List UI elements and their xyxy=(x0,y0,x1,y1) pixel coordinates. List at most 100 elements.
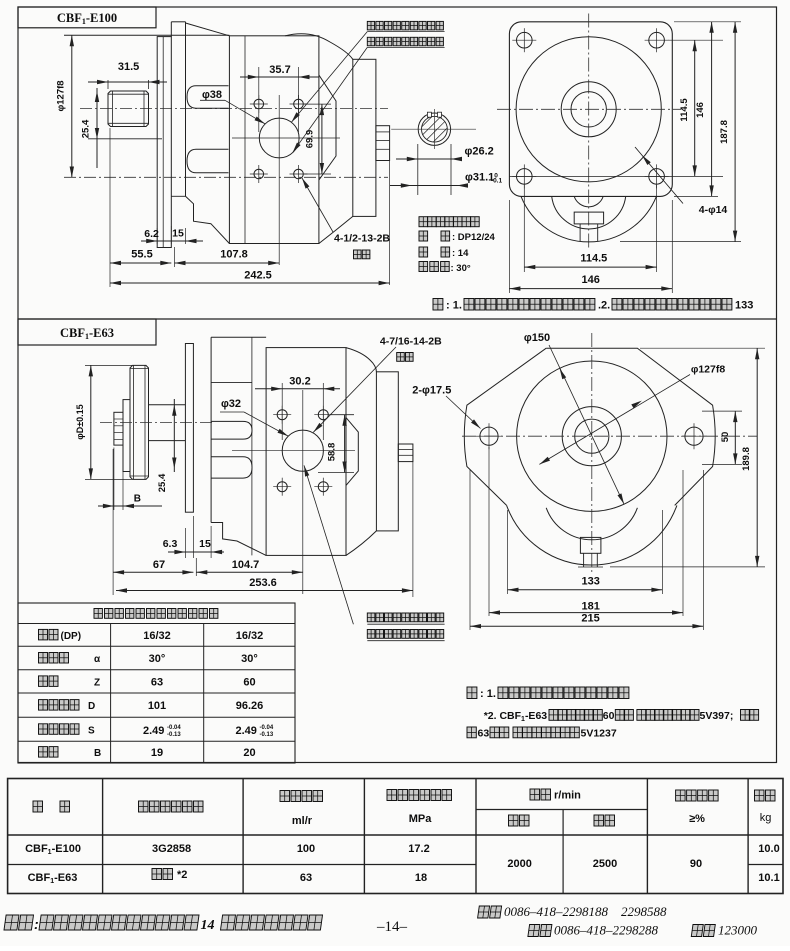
svg-text:(DP): (DP) xyxy=(61,631,82,642)
svg-text:187.8: 187.8 xyxy=(719,120,730,144)
svg-text:90: 90 xyxy=(690,858,702,870)
svg-text:0086–418–2298288: 0086–418–2298288 xyxy=(554,923,659,938)
svg-text:CBF1-E63: CBF1-E63 xyxy=(60,326,114,341)
svg-text:15: 15 xyxy=(199,538,211,550)
svg-text:55.5: 55.5 xyxy=(131,249,152,261)
svg-text:15: 15 xyxy=(172,228,184,240)
svg-text:.2.: .2. xyxy=(598,299,610,311)
svg-text:φ127f8: φ127f8 xyxy=(691,364,726,376)
svg-text:104.7: 104.7 xyxy=(232,559,260,571)
svg-text:60: 60 xyxy=(603,710,615,722)
svg-text:: 14: : 14 xyxy=(452,248,469,259)
svg-text:φ127f8: φ127f8 xyxy=(56,80,67,111)
svg-text:67: 67 xyxy=(153,559,165,571)
svg-text:25.4: 25.4 xyxy=(157,473,168,492)
svg-text:181: 181 xyxy=(582,601,600,613)
svg-text:2500: 2500 xyxy=(593,858,617,870)
svg-text:2-φ17.5: 2-φ17.5 xyxy=(412,385,451,397)
svg-text:30.2: 30.2 xyxy=(289,376,310,388)
svg-text:6.2: 6.2 xyxy=(144,228,159,240)
svg-text:242.5: 242.5 xyxy=(244,270,272,282)
svg-text:69.9: 69.9 xyxy=(305,130,316,149)
svg-text:5V397;: 5V397; xyxy=(700,710,734,722)
svg-text:4-φ14: 4-φ14 xyxy=(699,204,728,216)
svg-text:φD±0.15: φD±0.15 xyxy=(75,404,85,439)
svg-text:10.0: 10.0 xyxy=(758,843,779,855)
svg-text:16/32: 16/32 xyxy=(143,630,171,642)
svg-text:-0.13: -0.13 xyxy=(260,732,274,738)
svg-text:17.2: 17.2 xyxy=(408,843,429,855)
svg-text:63: 63 xyxy=(151,676,163,688)
svg-text:4-7/16-14-2B: 4-7/16-14-2B xyxy=(380,336,442,348)
svg-text:2.49: 2.49 xyxy=(143,725,164,737)
svg-text:: 1.: : 1. xyxy=(480,688,496,700)
svg-text:133: 133 xyxy=(735,299,753,311)
svg-text:0086–418–2298188 2298588: 0086–418–2298188 2298588 xyxy=(504,904,667,919)
svg-text:5V1237: 5V1237 xyxy=(581,728,617,740)
svg-text:14: 14 xyxy=(201,918,215,933)
svg-text:*2: *2 xyxy=(177,869,187,881)
svg-text:3G2858: 3G2858 xyxy=(152,843,191,855)
svg-text:CBF1-E63: CBF1-E63 xyxy=(28,872,78,885)
svg-text:58.8: 58.8 xyxy=(327,443,338,462)
svg-text:96.26: 96.26 xyxy=(236,700,264,712)
svg-text::: : xyxy=(34,916,39,932)
svg-text:18: 18 xyxy=(415,872,427,884)
svg-text:114.5: 114.5 xyxy=(580,253,607,265)
svg-text:63: 63 xyxy=(478,728,490,740)
svg-text:Z: Z xyxy=(94,677,100,688)
svg-text:D: D xyxy=(88,701,95,712)
svg-text:kg: kg xyxy=(760,812,772,824)
svg-text:146: 146 xyxy=(695,102,706,118)
svg-text:253.6: 253.6 xyxy=(249,577,277,589)
svg-text:215: 215 xyxy=(581,613,599,625)
svg-text:16/32: 16/32 xyxy=(236,630,264,642)
svg-text:30°: 30° xyxy=(241,653,258,665)
svg-text:-0.04: -0.04 xyxy=(167,725,181,731)
svg-text:ml/r: ml/r xyxy=(292,815,313,827)
svg-text:146: 146 xyxy=(582,274,600,286)
svg-text:φ38: φ38 xyxy=(202,89,222,101)
svg-text:101: 101 xyxy=(148,700,166,712)
svg-text:: 30°: : 30° xyxy=(451,263,471,274)
svg-text:φ26.2: φ26.2 xyxy=(465,146,494,158)
svg-text:φ31.10-0.1: φ31.10-0.1 xyxy=(465,172,502,185)
svg-text:B: B xyxy=(94,748,101,759)
svg-text:φ32: φ32 xyxy=(221,398,241,410)
svg-text:2000: 2000 xyxy=(507,858,531,870)
svg-text:r/min: r/min xyxy=(554,790,581,802)
svg-text:2.49: 2.49 xyxy=(236,725,257,737)
svg-text:4-1/2-13-2B: 4-1/2-13-2B xyxy=(334,233,390,245)
svg-text:19: 19 xyxy=(151,747,163,759)
svg-text:-0.13: -0.13 xyxy=(167,732,181,738)
svg-text:α: α xyxy=(94,654,101,665)
svg-text:*2. CBF1-E63: *2. CBF1-E63 xyxy=(484,710,548,723)
svg-text:φ150: φ150 xyxy=(524,332,550,344)
svg-text:≥%: ≥% xyxy=(689,813,705,825)
svg-text:-0.04: -0.04 xyxy=(260,725,274,731)
svg-text:B: B xyxy=(134,494,141,505)
svg-text:20: 20 xyxy=(243,747,255,759)
svg-text:31.5: 31.5 xyxy=(118,61,139,73)
svg-text:: 1.: : 1. xyxy=(446,299,462,311)
svg-text:63: 63 xyxy=(300,872,312,884)
svg-text:189.8: 189.8 xyxy=(741,447,752,471)
svg-text:107.8: 107.8 xyxy=(220,249,248,261)
svg-text:50: 50 xyxy=(720,432,731,443)
svg-text:35.7: 35.7 xyxy=(269,64,290,76)
svg-text:10.1: 10.1 xyxy=(758,872,779,884)
svg-text:MPa: MPa xyxy=(409,813,433,825)
svg-text:133: 133 xyxy=(582,576,600,588)
svg-text:–14–: –14– xyxy=(376,919,408,935)
svg-text:30°: 30° xyxy=(149,653,166,665)
svg-text:100: 100 xyxy=(297,843,315,855)
svg-text:CBF1-E100: CBF1-E100 xyxy=(57,11,117,26)
svg-text:114.5: 114.5 xyxy=(679,98,690,122)
svg-text:25.4: 25.4 xyxy=(81,119,92,138)
svg-text:CBF1-E100: CBF1-E100 xyxy=(25,843,81,856)
svg-text:S: S xyxy=(88,725,95,736)
svg-text:6.3: 6.3 xyxy=(163,538,178,550)
svg-text:: DP12/24: : DP12/24 xyxy=(452,232,495,243)
svg-text:123000: 123000 xyxy=(718,923,758,938)
svg-text:60: 60 xyxy=(243,676,255,688)
